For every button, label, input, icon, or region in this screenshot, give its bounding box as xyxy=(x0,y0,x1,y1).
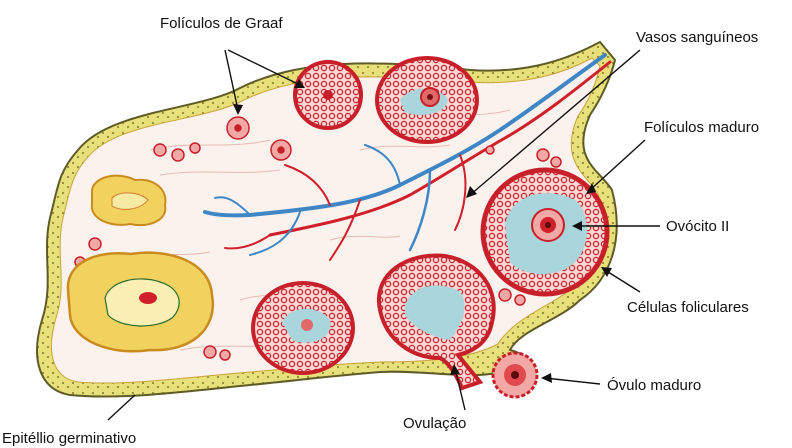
secondary-follicle xyxy=(253,283,353,373)
label-vasos: Vasos sanguíneos xyxy=(636,29,758,46)
graaf-follicle-1 xyxy=(295,62,361,128)
label-ovulo: Óvulo maduro xyxy=(607,377,701,394)
released-ovum xyxy=(493,353,537,397)
graaf-follicle-2 xyxy=(377,58,477,142)
corpus-albicans-small xyxy=(92,176,166,225)
label-graaf: Folículos de Graaf xyxy=(160,15,283,32)
label-celulas: Células foliculares xyxy=(627,299,749,316)
mature-follicle xyxy=(483,170,607,294)
label-ovocito: Ovócito II xyxy=(666,218,729,235)
label-epitelio: Epitéllio germinativo xyxy=(2,430,136,447)
corpus-luteum xyxy=(68,253,213,352)
label-maduro: Folículos maduro xyxy=(644,119,759,136)
label-ovulacao: Ovulação xyxy=(403,415,466,432)
